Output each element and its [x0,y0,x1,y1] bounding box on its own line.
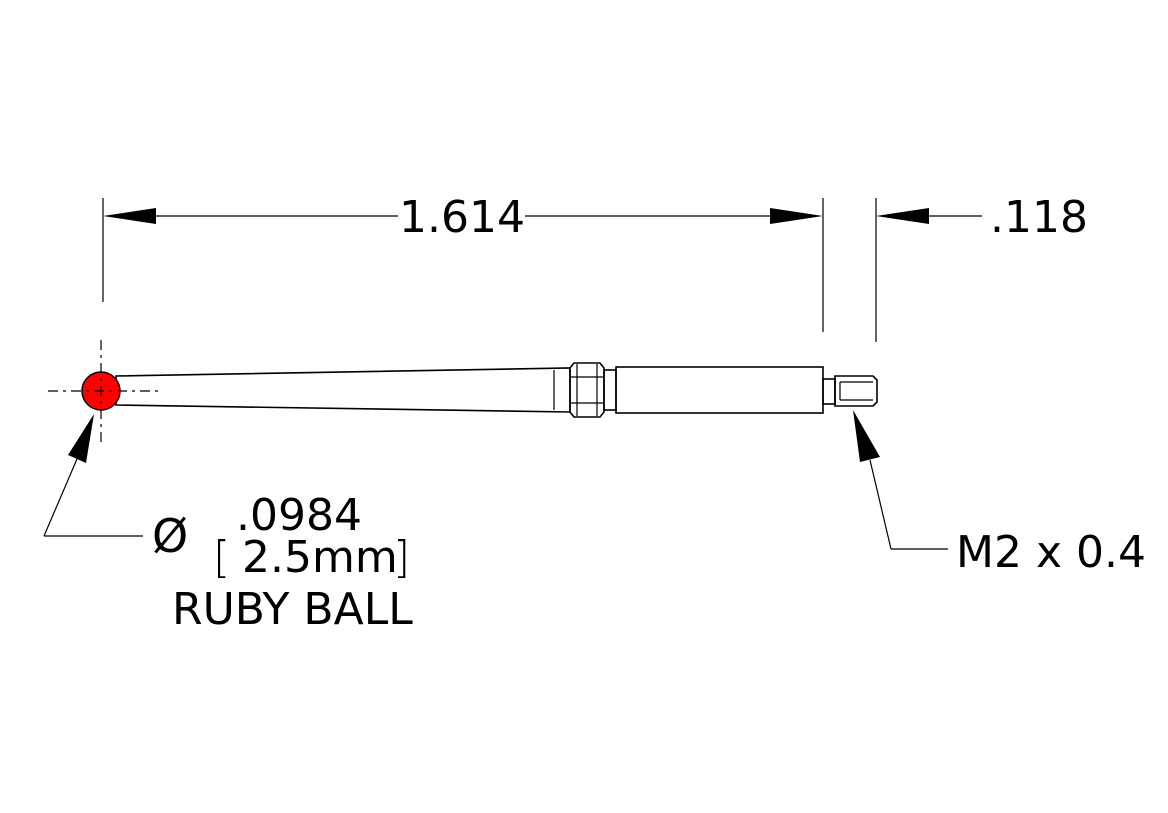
thread-length-dimension: .118 [876,192,1088,243]
thread-section [834,375,878,407]
arrowhead-left-icon [103,208,156,224]
overall-length-label: 1.614 [399,192,525,243]
stylus-collar [603,369,617,411]
overall-length-dimension: 1.614 [103,192,823,243]
ball-diameter-inch: .0984 [236,490,362,541]
thread-length-label: .118 [990,192,1088,243]
thread-leader [853,410,948,550]
diameter-symbol-icon: Ø [152,509,188,563]
stylus-body-cylinder [615,366,824,414]
hex-nut [569,362,605,418]
arrowhead-thread-icon [876,208,929,224]
bracket-open: [ [213,532,230,583]
ball-material-label: RUBY BALL [172,584,413,635]
stylus-stem [115,367,571,413]
ruby-ball-callout: Ø .0984 [ 2.5mm ] RUBY BALL [152,490,413,635]
bracket-close: ] [393,532,410,583]
ball-leader [43,414,143,537]
arrowhead-right-icon [770,208,823,224]
leader-arrowhead-thread-icon [853,410,880,462]
stylus-body [115,362,878,418]
thread-spec-label: M2 x 0.4 [956,527,1146,578]
leader-arrowhead-ball-icon [68,414,94,463]
stylus-neck [822,378,836,405]
ball-diameter-mm: 2.5mm [242,532,398,583]
